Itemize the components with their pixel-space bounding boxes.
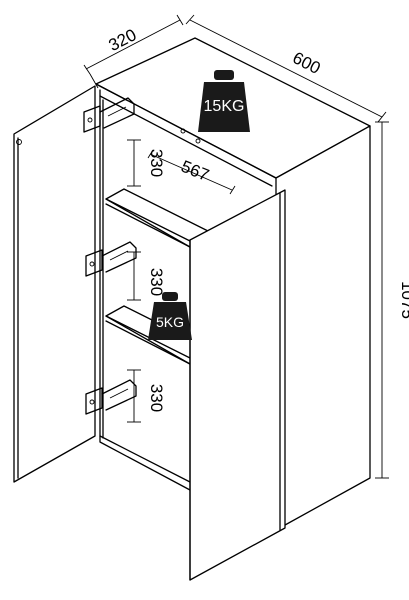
load-top-label: 15KG bbox=[204, 98, 245, 115]
load-shelf-label: 5KG bbox=[156, 314, 184, 330]
left-door bbox=[13, 85, 96, 483]
height-dimension-label: 1075 bbox=[398, 281, 409, 319]
right-door bbox=[189, 189, 286, 581]
hinge-bottom bbox=[85, 379, 137, 415]
weight-shelf: 5KG bbox=[148, 292, 192, 340]
inner-width-guide bbox=[147, 149, 236, 195]
shelf-gap-top-label: 330 bbox=[147, 149, 166, 177]
weight-top: 15KG bbox=[198, 70, 250, 132]
hinge-middle bbox=[85, 241, 137, 277]
hinge-top bbox=[83, 97, 135, 133]
dimension-lines bbox=[83, 14, 389, 479]
depth-dimension-label: 320 bbox=[106, 25, 140, 55]
shelf-gap-guides bbox=[127, 139, 141, 423]
inner-width-dimension-label: 567 bbox=[178, 157, 211, 185]
shelf-gap-middle-label: 330 bbox=[147, 268, 166, 296]
width-dimension-label: 600 bbox=[290, 48, 324, 78]
shelf-gap-bottom-label: 330 bbox=[147, 384, 166, 412]
